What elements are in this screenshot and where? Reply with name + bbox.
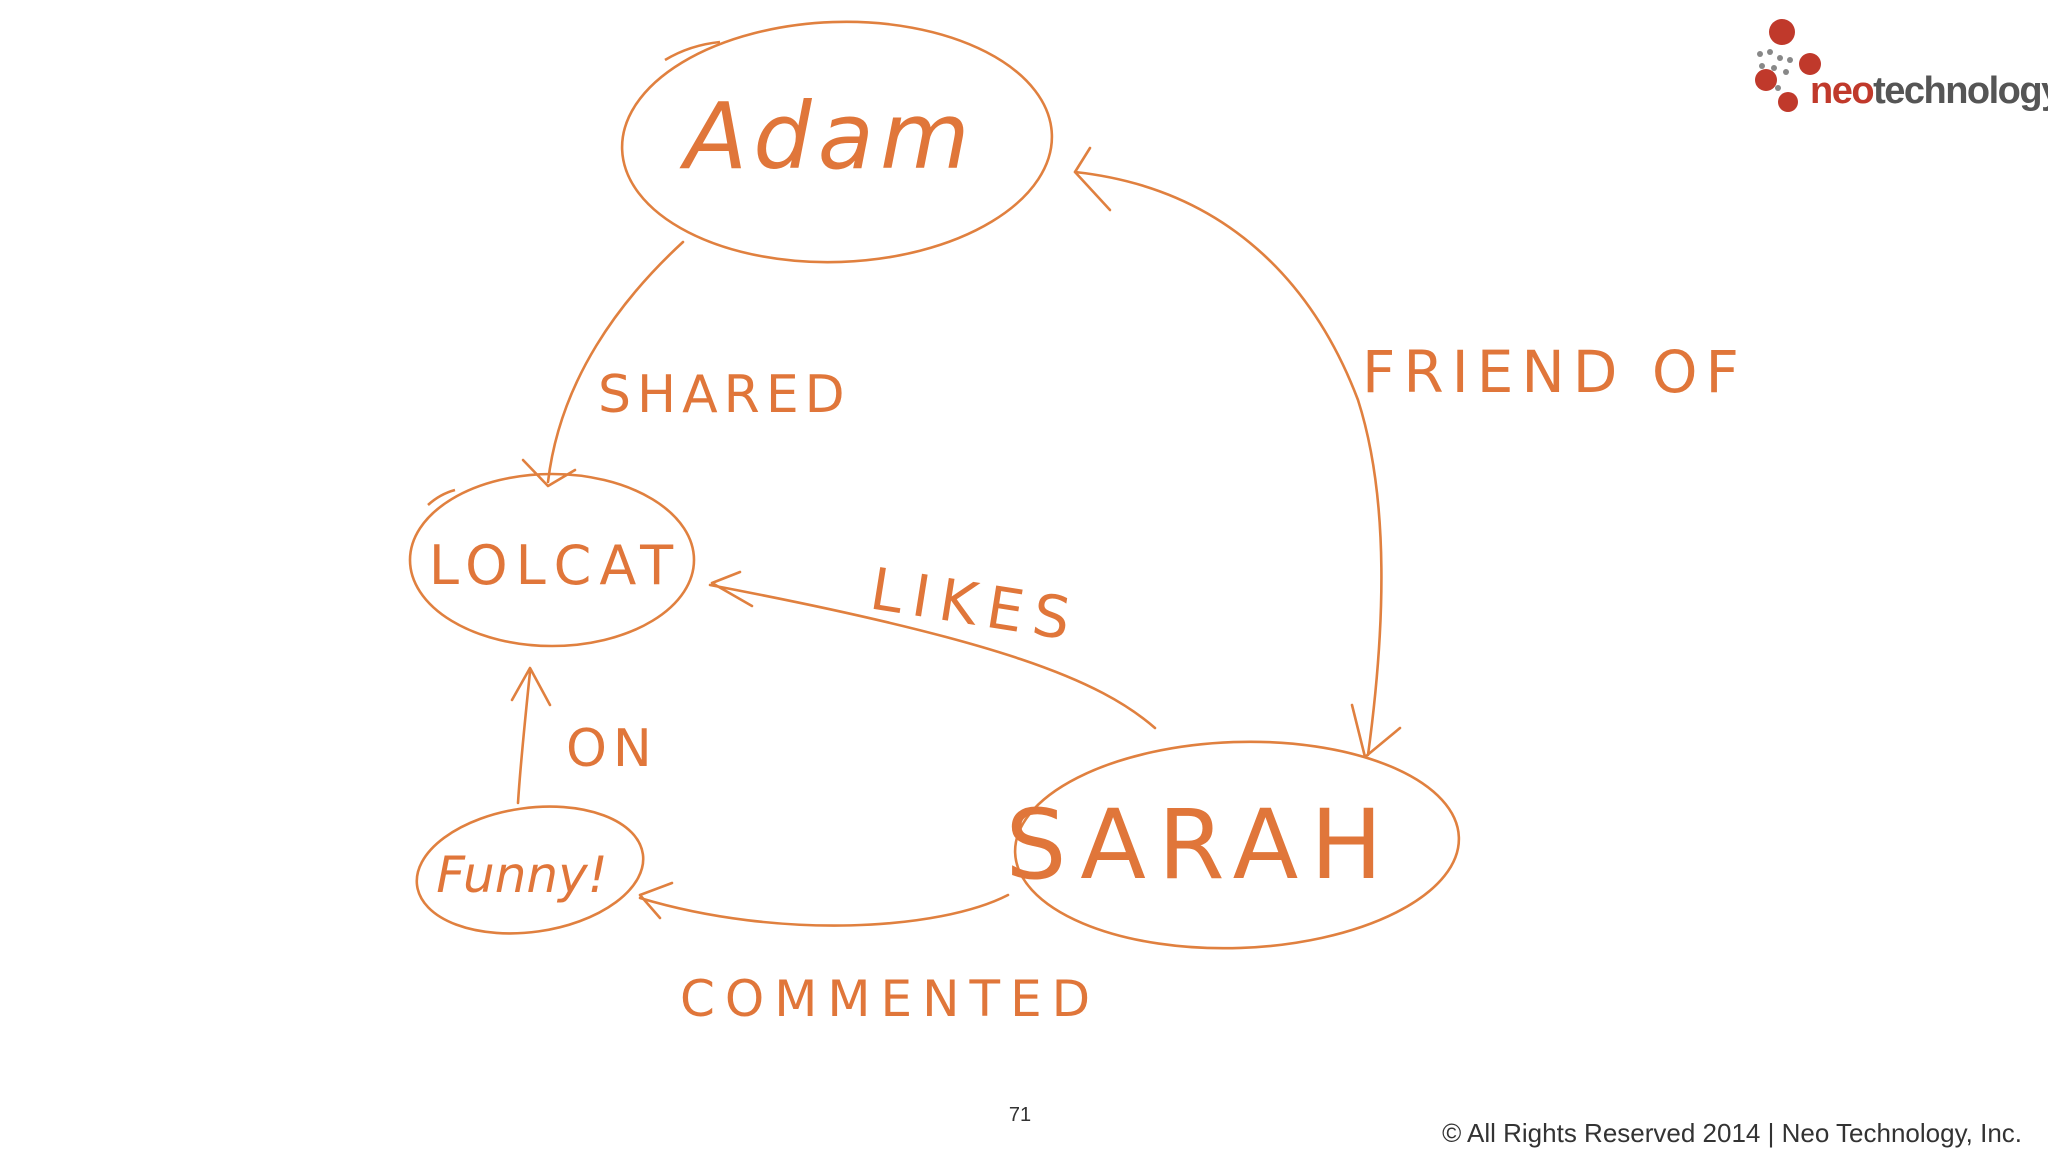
page-number: 71: [1008, 1104, 1032, 1126]
node-adam-label: Adam: [679, 83, 975, 190]
edge-shared-label: SHARED: [598, 365, 851, 425]
node-sarah-label: SARAH: [1005, 789, 1394, 901]
edge-likes: LIKES: [708, 555, 1157, 730]
node-lolcat: LOLCAT: [408, 472, 696, 648]
node-lolcat-label: LOLCAT: [429, 534, 681, 597]
edge-likes-label: LIKES: [866, 555, 1085, 655]
edge-friend-of-label: FRIEND OF: [1362, 338, 1747, 406]
molecule-icon: [1755, 19, 1821, 112]
node-funny-label: Funny!: [436, 846, 607, 904]
edge-shared: SHARED: [521, 240, 851, 488]
logo-technology: technology: [1873, 70, 2048, 112]
logo-neo: neo: [1810, 70, 1875, 112]
edge-on: ON: [510, 666, 658, 805]
edge-commented-label: COMMENTED: [680, 970, 1100, 1028]
node-sarah: SARAH: [1005, 740, 1461, 950]
node-adam: Adam: [620, 20, 1054, 264]
edge-on-label: ON: [566, 719, 658, 779]
node-funny: Funny!: [415, 805, 645, 935]
neo-technology-logo: [1755, 19, 1821, 112]
edge-friend-of: FRIEND OF: [1073, 146, 1747, 759]
edge-commented: COMMENTED: [638, 881, 1100, 1028]
copyright-notice: © All Rights Reserved 2014 | Neo Technol…: [1442, 1118, 2022, 1148]
logo-wordmark: neotechnology: [1810, 70, 2048, 113]
